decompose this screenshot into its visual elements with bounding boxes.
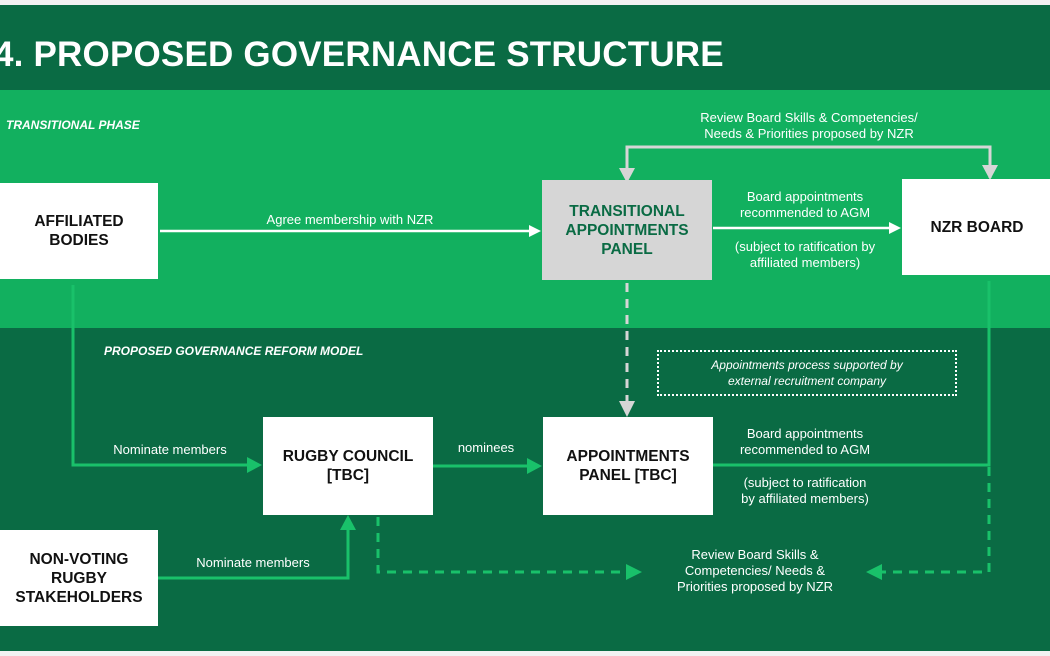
board-review-dashed	[880, 467, 991, 574]
reform-model-label: PROPOSED GOVERNANCE REFORM MODEL	[104, 344, 364, 358]
non-voting-line-1: NON-VOTING	[29, 550, 129, 568]
transitional-panel-line-3: PANEL	[601, 240, 653, 258]
board-appointments-bottom-label: Board appointments recommended to AGM	[717, 426, 893, 458]
page-title: 4. PROPOSED GOVERNANCE STRUCTURE	[0, 35, 724, 74]
review-bottom-line-3: Priorities proposed by NZR	[676, 579, 834, 594]
rugby-council-line-1: RUGBY COUNCIL	[282, 448, 414, 465]
board-appt-top-line-2: recommended to AGM	[739, 205, 871, 220]
nzr-board-label: NZR BOARD	[930, 218, 1024, 236]
ratification-bottom-label: (subject to ratification by affiliated m…	[717, 475, 893, 507]
review-bracket-top	[625, 145, 992, 180]
non-voting-stakeholders-box: NON-VOTING RUGBY STAKEHOLDERS	[0, 530, 158, 626]
non-voting-line-3: STAKEHOLDERS	[15, 588, 143, 606]
transitional-panel-line-2: APPOINTMENTS	[565, 221, 689, 239]
slide: 4. PROPOSED GOVERNANCE STRUCTURE TRANSIT…	[0, 5, 1050, 651]
ratification-top-label: (subject to ratification by affiliated m…	[708, 239, 902, 271]
agree-membership-label: Agree membership with NZR	[266, 212, 434, 227]
ratification-bottom-line-2: by affiliated members)	[741, 491, 869, 506]
board-appt-top-line-1: Board appointments	[746, 189, 864, 204]
review-bottom-line-1: Review Board Skills &	[691, 547, 819, 562]
transitional-phase-band	[0, 90, 1050, 328]
recruitment-note-box: Appointments process supported by extern…	[657, 350, 957, 396]
affiliated-bodies-line-2: BODIES	[49, 232, 109, 249]
connector-arrows	[71, 145, 998, 580]
appointments-panel-line-1: APPOINTMENTS	[566, 448, 690, 465]
rugby-council-line-2: [TBC]	[326, 467, 370, 484]
review-top-line-1: Review Board Skills & Competencies/	[700, 110, 918, 125]
ratification-top-line-2: affiliated members)	[749, 255, 861, 270]
nominate-members-label-2: Nominate members	[196, 555, 310, 570]
non-voting-line-2: RUGBY	[51, 569, 107, 587]
transitional-phase-label: TRANSITIONAL PHASE	[6, 118, 140, 132]
review-top-label: Review Board Skills & Competencies/ Need…	[664, 110, 954, 142]
board-appt-bottom-line-1: Board appointments	[746, 426, 864, 441]
council-review-dashed	[376, 517, 628, 574]
nominees-label: nominees	[457, 440, 515, 455]
recruitment-note-line-1: Appointments process supported by	[711, 358, 903, 372]
board-appt-bottom-line-2: recommended to AGM	[739, 442, 871, 457]
rugby-council-box: RUGBY COUNCIL [TBC]	[263, 417, 433, 515]
transitional-panel-line-1: TRANSITIONAL	[569, 202, 685, 220]
recruitment-note-line-2: external recruitment company	[727, 374, 887, 388]
board-appointments-top-label: Board appointments recommended to AGM	[715, 189, 895, 221]
appointments-to-board-line	[713, 281, 991, 467]
ratification-top-line-1: (subject to ratification by	[734, 239, 876, 254]
review-bottom-label: Review Board Skills & Competencies/ Need…	[650, 547, 860, 595]
ratification-bottom-line-1: (subject to ratification	[743, 475, 867, 490]
review-top-line-2: Needs & Priorities proposed by NZR	[704, 126, 914, 141]
non-voting-nominate-arrow	[158, 527, 350, 580]
appointments-panel-box: APPOINTMENTS PANEL [TBC]	[543, 417, 713, 515]
transitional-appointments-panel-box: TRANSITIONAL APPOINTMENTS PANEL	[542, 180, 712, 280]
affiliated-bodies-box: AFFILIATED BODIES	[0, 183, 158, 279]
appointments-panel-line-2: PANEL [TBC]	[579, 467, 677, 484]
affiliated-nominate-arrow	[71, 285, 250, 467]
nzr-board-box: NZR BOARD	[902, 179, 1050, 275]
review-bottom-line-2: Competencies/ Needs &	[684, 563, 826, 578]
affiliated-bodies-line-1: AFFILIATED	[34, 213, 124, 230]
nominate-members-label-1: Nominate members	[113, 442, 227, 457]
